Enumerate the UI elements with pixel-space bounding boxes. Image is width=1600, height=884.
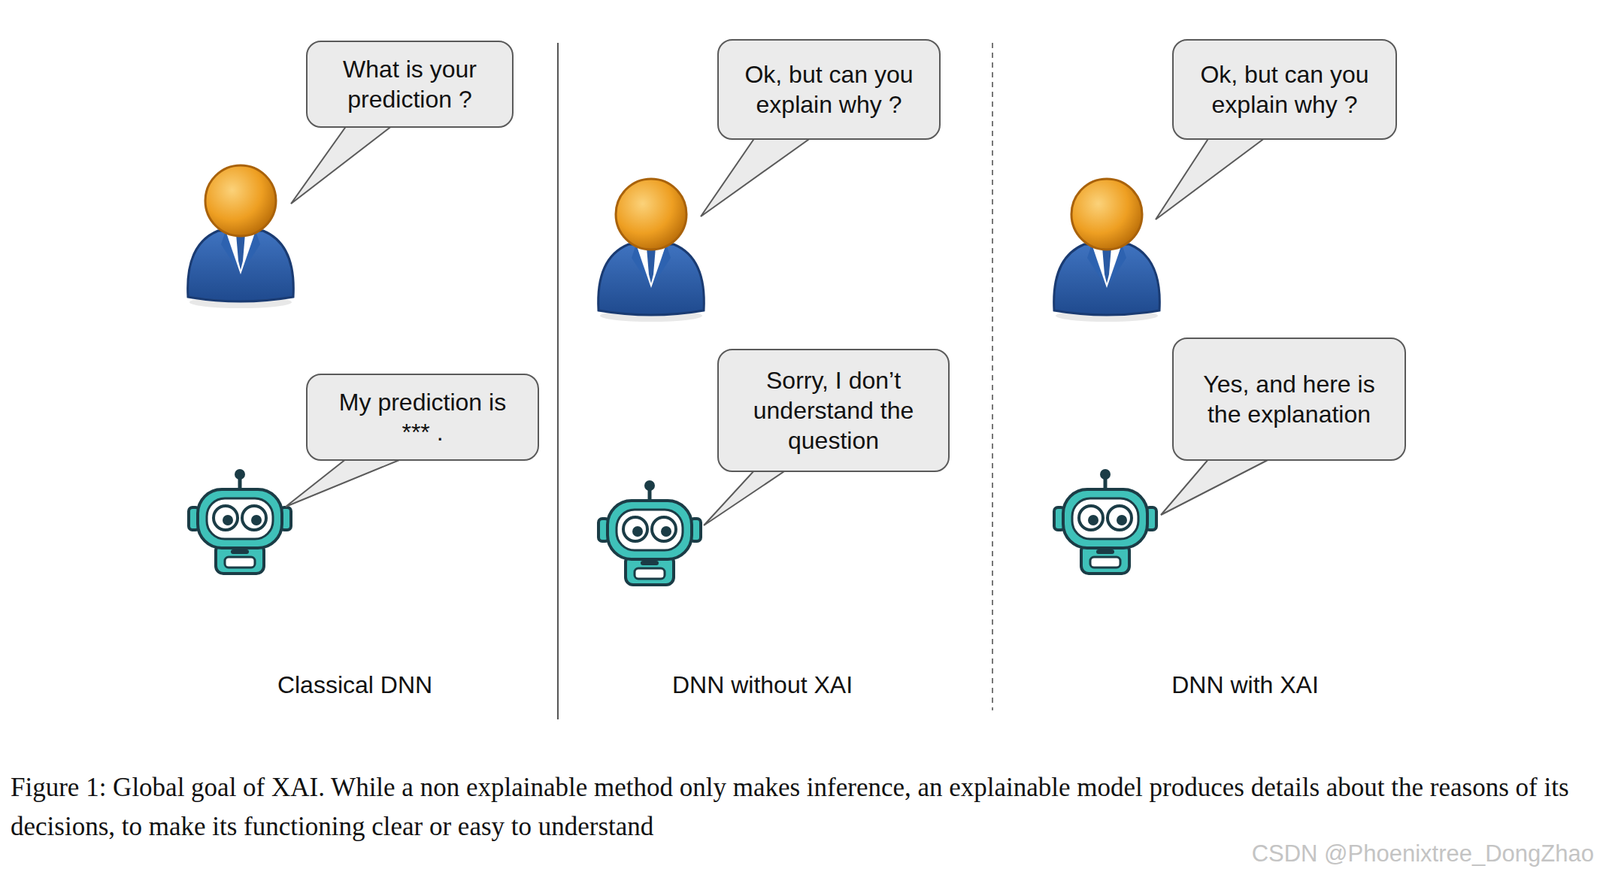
bubble-tail bbox=[1155, 137, 1266, 220]
robot-icon bbox=[598, 480, 701, 585]
bubble-tail bbox=[703, 469, 787, 526]
robot-icon bbox=[188, 469, 291, 574]
user-icon bbox=[187, 165, 294, 309]
bubble-text: Sorry, I don’t understand the question bbox=[753, 366, 915, 455]
figure-caption: Figure 1: Global goal of XAI. While a no… bbox=[10, 768, 1593, 847]
bubble-text: What is your prediction ? bbox=[342, 55, 477, 113]
speech-bubble: My prediction is *** . bbox=[306, 373, 540, 461]
bubble-text: My prediction is *** . bbox=[339, 388, 507, 446]
bubble-text: Ok, but can you explain why ? bbox=[1200, 60, 1369, 119]
user-icon bbox=[1054, 178, 1161, 322]
panel-label: DNN with XAI bbox=[1171, 671, 1319, 700]
bubble-tail bbox=[700, 137, 812, 217]
bubble-tail bbox=[290, 125, 393, 204]
user-icon bbox=[598, 178, 705, 322]
bubble-tail bbox=[285, 458, 404, 507]
speech-bubble: Ok, but can you explain why ? bbox=[1172, 39, 1397, 140]
speech-bubble: What is your prediction ? bbox=[306, 40, 514, 128]
speech-bubble: Yes, and here is the explanation bbox=[1172, 337, 1407, 461]
panel-divider bbox=[557, 42, 559, 720]
robot-icon bbox=[1054, 469, 1157, 574]
speech-bubble: Sorry, I don’t understand the question bbox=[717, 348, 950, 473]
bubble-text: Yes, and here is the explanation bbox=[1203, 370, 1375, 428]
panel-label: Classical DNN bbox=[277, 671, 433, 700]
bubble-tail bbox=[1160, 458, 1271, 516]
panel-label: DNN without XAI bbox=[672, 671, 853, 700]
bubble-text: Ok, but can you explain why ? bbox=[744, 60, 913, 119]
panel-divider bbox=[991, 42, 994, 711]
watermark: CSDN @Phoenixtree_DongZhao bbox=[1251, 840, 1594, 868]
speech-bubble: Ok, but can you explain why ? bbox=[717, 39, 941, 140]
